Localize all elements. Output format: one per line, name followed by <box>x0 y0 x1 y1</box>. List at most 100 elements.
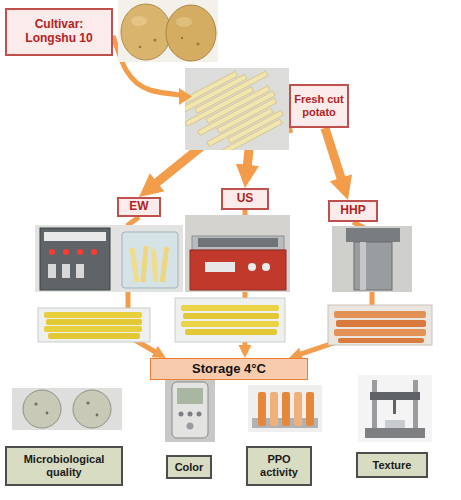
packaged-us-photo <box>181 321 279 327</box>
box-label: HHP <box>340 204 365 218</box>
treatment-box: HHP <box>328 200 378 222</box>
colorimeter-photo <box>177 388 203 404</box>
packaged-us-photo <box>175 298 285 342</box>
packaged-ew-photo <box>38 308 150 342</box>
box-label: Fresh cut potato <box>293 93 345 118</box>
packaged-us-photo <box>181 305 279 311</box>
ew-machine-photo <box>151 249 158 282</box>
ew-machine-photo <box>91 249 97 255</box>
curved-arrowhead <box>179 88 192 105</box>
tubes-photo <box>248 385 322 432</box>
flow-arrow <box>325 128 345 191</box>
colorimeter-photo <box>197 412 202 417</box>
tubes-photo <box>282 392 290 426</box>
us-bath-photo <box>185 215 290 292</box>
tubes-photo <box>258 392 266 426</box>
hhp-machine-photo <box>346 228 400 242</box>
analysis-box: PPO activity <box>246 446 312 486</box>
cut-potato-photo <box>218 119 282 150</box>
packaged-ew-photo <box>38 308 150 342</box>
cut-potato-photo <box>185 68 289 150</box>
petri-dish-photo <box>86 401 89 404</box>
hhp-machine-photo <box>360 242 366 290</box>
petri-dish-photo <box>46 412 49 415</box>
ew-machine-photo <box>44 232 106 241</box>
texture-analyzer-photo <box>365 428 425 438</box>
analysis-box: Color <box>166 455 212 479</box>
packaged-ew-photo <box>46 319 142 325</box>
us-bath-photo <box>262 263 270 271</box>
petri-dish-photo <box>96 414 99 417</box>
ew-machine-photo <box>76 264 84 278</box>
texture-analyzer-photo <box>393 400 396 414</box>
ew-machine-photo <box>122 232 178 288</box>
packaged-hhp-photo <box>328 305 432 345</box>
us-bath-photo <box>192 236 284 250</box>
ew-machine-photo <box>140 246 148 282</box>
texture-analyzer-photo <box>372 380 377 428</box>
box-label: PPO activity <box>250 453 308 478</box>
potato-photo <box>197 43 200 46</box>
ew-machine-photo <box>35 225 183 292</box>
texture-analyzer-photo <box>370 392 420 400</box>
petri-dish-photo <box>73 390 111 428</box>
packaged-ew-photo <box>44 326 142 332</box>
packaged-hhp-photo <box>328 305 432 345</box>
potato-photo <box>131 16 147 26</box>
us-bath-photo <box>248 263 256 271</box>
hhp-machine-photo <box>332 226 412 292</box>
treatment-box: EW <box>117 197 161 217</box>
tubes-photo <box>248 385 322 432</box>
ew-machine-photo <box>160 247 169 282</box>
ew-machine-photo <box>63 249 69 255</box>
us-bath-photo <box>190 250 286 290</box>
potato-photo <box>181 37 183 39</box>
potato-photo <box>139 46 142 49</box>
texture-analyzer-photo <box>358 375 432 442</box>
potato-photo <box>154 39 157 42</box>
hhp-machine-photo <box>332 226 412 292</box>
potato-photo <box>166 5 216 61</box>
ew-machine-photo <box>49 249 55 255</box>
packaged-hhp-photo <box>336 320 426 327</box>
ew-machine-photo <box>48 264 56 278</box>
analysis-box: Texture <box>356 452 428 478</box>
colorimeter-photo <box>165 378 215 442</box>
colorimeter-photo <box>179 412 184 417</box>
packaged-us-photo <box>183 313 279 319</box>
petri-dish-photo <box>34 402 37 405</box>
packaged-us-photo <box>175 298 285 342</box>
storage-box: Storage 4°C <box>150 358 308 380</box>
us-bath-photo <box>205 262 235 272</box>
hhp-machine-photo <box>354 242 392 290</box>
packaged-hhp-photo <box>334 311 426 318</box>
cultivar-box: Cultivar: Longshu 10 <box>5 8 113 56</box>
cut-potato-photo <box>185 68 289 150</box>
ew-machine-photo <box>62 264 70 278</box>
ew-machine-photo <box>130 248 140 282</box>
packaged-us-photo <box>185 329 277 335</box>
box-label: US <box>237 192 254 206</box>
box-label: EW <box>129 200 148 214</box>
tubes-photo <box>270 392 278 426</box>
packaged-hhp-photo <box>338 338 424 343</box>
box-label: Microbiological quality <box>9 453 119 478</box>
us-bath-photo <box>198 238 278 247</box>
texture-analyzer-photo <box>385 420 405 428</box>
us-bath-photo <box>185 215 290 292</box>
ew-machine-photo <box>77 249 83 255</box>
texture-analyzer-photo <box>413 380 418 428</box>
cut-potato-photo <box>175 59 291 164</box>
treatment-box: US <box>221 188 269 210</box>
packaged-ew-photo <box>44 312 142 318</box>
colorimeter-photo <box>187 423 194 430</box>
potato-photo <box>121 4 171 60</box>
box-label: Texture <box>373 459 412 472</box>
colorimeter-photo <box>172 382 208 438</box>
box-label: Color <box>175 461 204 474</box>
packaged-ew-photo <box>48 333 140 339</box>
potato-photo <box>118 0 218 62</box>
petri-dish-photo <box>12 388 122 430</box>
